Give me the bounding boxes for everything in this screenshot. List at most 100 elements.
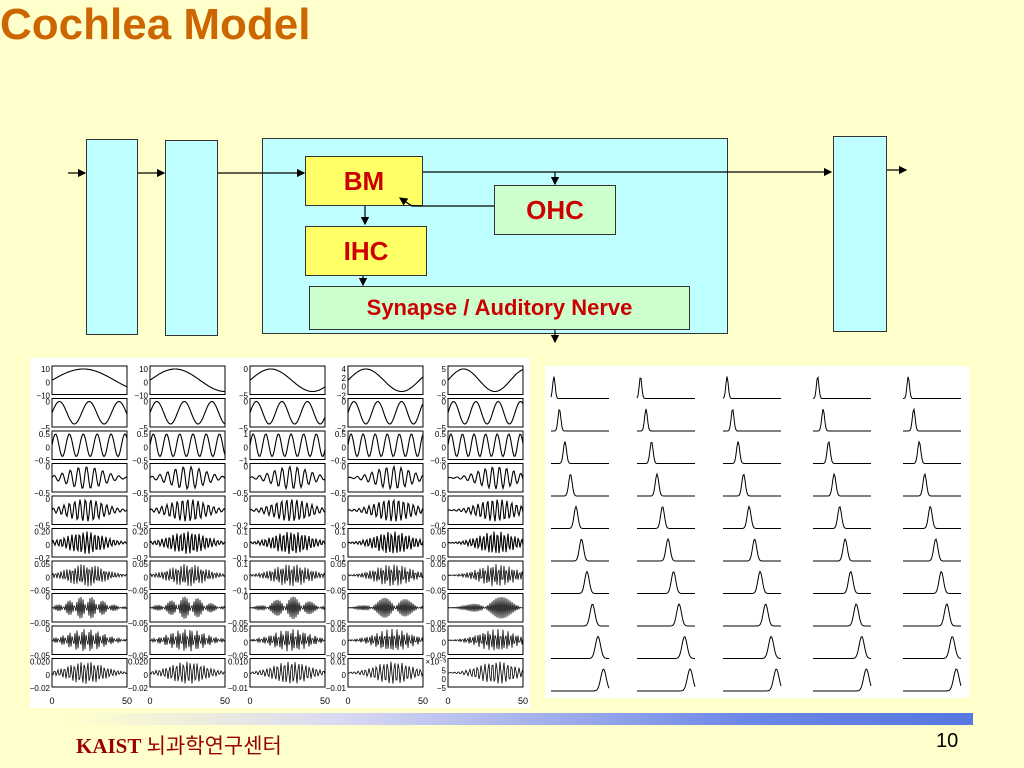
waveform-trace [347, 628, 424, 651]
waveform-tick-label: 0.05 [34, 560, 50, 569]
waveform-tick-label: 0 [342, 541, 347, 550]
waveform-tick-label: 0 [244, 671, 249, 680]
waveform-trace [149, 499, 226, 522]
response-trace [813, 505, 871, 529]
response-trace [813, 537, 871, 562]
waveform-tick-label: 0.5 [137, 430, 149, 439]
response-grid [550, 375, 962, 692]
waveform-tick-label: −0.01 [228, 684, 249, 693]
waveform-plot-frame [51, 365, 128, 395]
waveform-tick-label: −5 [139, 424, 149, 433]
response-trace [637, 571, 695, 594]
waveform-trace [249, 400, 326, 425]
waveform-tick-label: 0 [442, 593, 447, 602]
waveform-trace [51, 400, 128, 425]
waveform-plot-frame [447, 658, 524, 688]
waveform-tick-label: 0 [342, 398, 347, 407]
waveform-trace [447, 564, 524, 587]
waveform-trace [149, 531, 226, 554]
response-trace [813, 440, 871, 464]
response-trace [551, 473, 609, 497]
waveform-trace [347, 661, 424, 684]
waveform-x-tick: 0 [445, 696, 450, 706]
waveform-tick-label: −0.5 [132, 522, 148, 531]
waveform-trace [51, 531, 128, 554]
waveform-tick-label: 0 [244, 398, 249, 407]
response-trace [723, 473, 781, 497]
waveform-trace [249, 464, 326, 491]
waveform-tick-label: −0.2 [232, 522, 248, 531]
waveform-trace [347, 498, 424, 522]
waveform-tick-label: −0.5 [34, 457, 50, 466]
waveform-plot-frame [149, 658, 226, 688]
waveform-x-tick: 50 [518, 696, 528, 706]
waveform-tick-label: 10 [41, 365, 50, 374]
waveform-trace [447, 466, 524, 491]
waveform-tick-label: −0.5 [430, 457, 446, 466]
waveform-tick-label: −0.5 [34, 522, 50, 531]
response-trace [813, 603, 871, 627]
waveform-tick-label: −0.5 [232, 489, 248, 498]
waveform-tick-label: 1 [244, 430, 249, 439]
response-trace [723, 441, 781, 464]
waveform-tick-label: 0 [46, 625, 51, 634]
waveform-tick-label: 0 [244, 463, 249, 472]
waveform-tick-label: −0.2 [34, 554, 50, 563]
waveform-tick-label: 0 [442, 495, 447, 504]
waveform-trace [347, 433, 424, 458]
waveform-tick-label: 5 [442, 666, 447, 675]
synapse-label: Synapse / Auditory Nerve [366, 295, 633, 320]
waveform-tick-label: −5 [437, 424, 447, 433]
input-block-2 [165, 140, 218, 336]
waveform-trace [447, 531, 524, 554]
response-trace [637, 668, 696, 692]
waveform-trace [51, 596, 128, 619]
waveform-tick-label: 0 [442, 573, 447, 582]
waveform-x-tick: 0 [49, 696, 54, 706]
waveform-tick-label: −0.05 [30, 587, 51, 596]
waveform-tick-label: −0.5 [132, 457, 148, 466]
waveform-trace [51, 368, 128, 388]
waveform-tick-label: −0.02 [128, 684, 149, 693]
response-trace [903, 440, 961, 464]
waveform-tick-label: −0.05 [426, 652, 447, 661]
page-number: 10 [936, 730, 959, 752]
waveform-trace [149, 433, 226, 458]
waveform-tick-label: 0.5 [39, 430, 51, 439]
waveform-tick-label: ×10⁻³ [426, 658, 447, 667]
response-trace [637, 408, 695, 432]
ohc-block: OHC [494, 185, 616, 235]
waveform-trace [347, 400, 424, 425]
waveform-tick-label: 0.5 [335, 430, 347, 439]
waveform-tick-label: −0.02 [30, 684, 51, 693]
waveform-trace [149, 368, 225, 393]
response-trace [637, 537, 695, 562]
waveform-tick-label: −0.5 [330, 457, 346, 466]
waveform-tick-label: 0 [46, 398, 51, 407]
response-trace [903, 635, 962, 659]
waveform-tick-label: −0.5 [430, 489, 446, 498]
waveform-trace [149, 464, 226, 491]
waveform-tick-label: 0 [144, 378, 149, 387]
waveform-tick-label: 0 [442, 378, 447, 387]
waveform-trace [149, 596, 226, 619]
waveform-trace [249, 596, 326, 619]
waveform-trace [249, 564, 326, 587]
waveform-trace [447, 368, 524, 393]
diagram-connections [68, 165, 908, 344]
response-trace [903, 603, 961, 627]
waveform-tick-label: 0 [46, 593, 51, 602]
waveform-tick-label: −0.05 [426, 554, 447, 563]
waveform-tick-label: −0.5 [34, 489, 50, 498]
waveform-tick-label: 0 [144, 573, 149, 582]
waveform-tick-label: 0 [342, 383, 347, 392]
ihc-label: IHC [343, 235, 389, 266]
waveform-tick-label: 0 [244, 365, 249, 374]
waveform-tick-label: −10 [134, 392, 148, 401]
response-trace [813, 472, 871, 497]
waveform-tick-label: 0.020 [128, 658, 149, 667]
waveform-x-tick: 50 [320, 696, 330, 706]
waveform-tick-label: 0 [144, 443, 149, 452]
response-trace [637, 472, 695, 497]
